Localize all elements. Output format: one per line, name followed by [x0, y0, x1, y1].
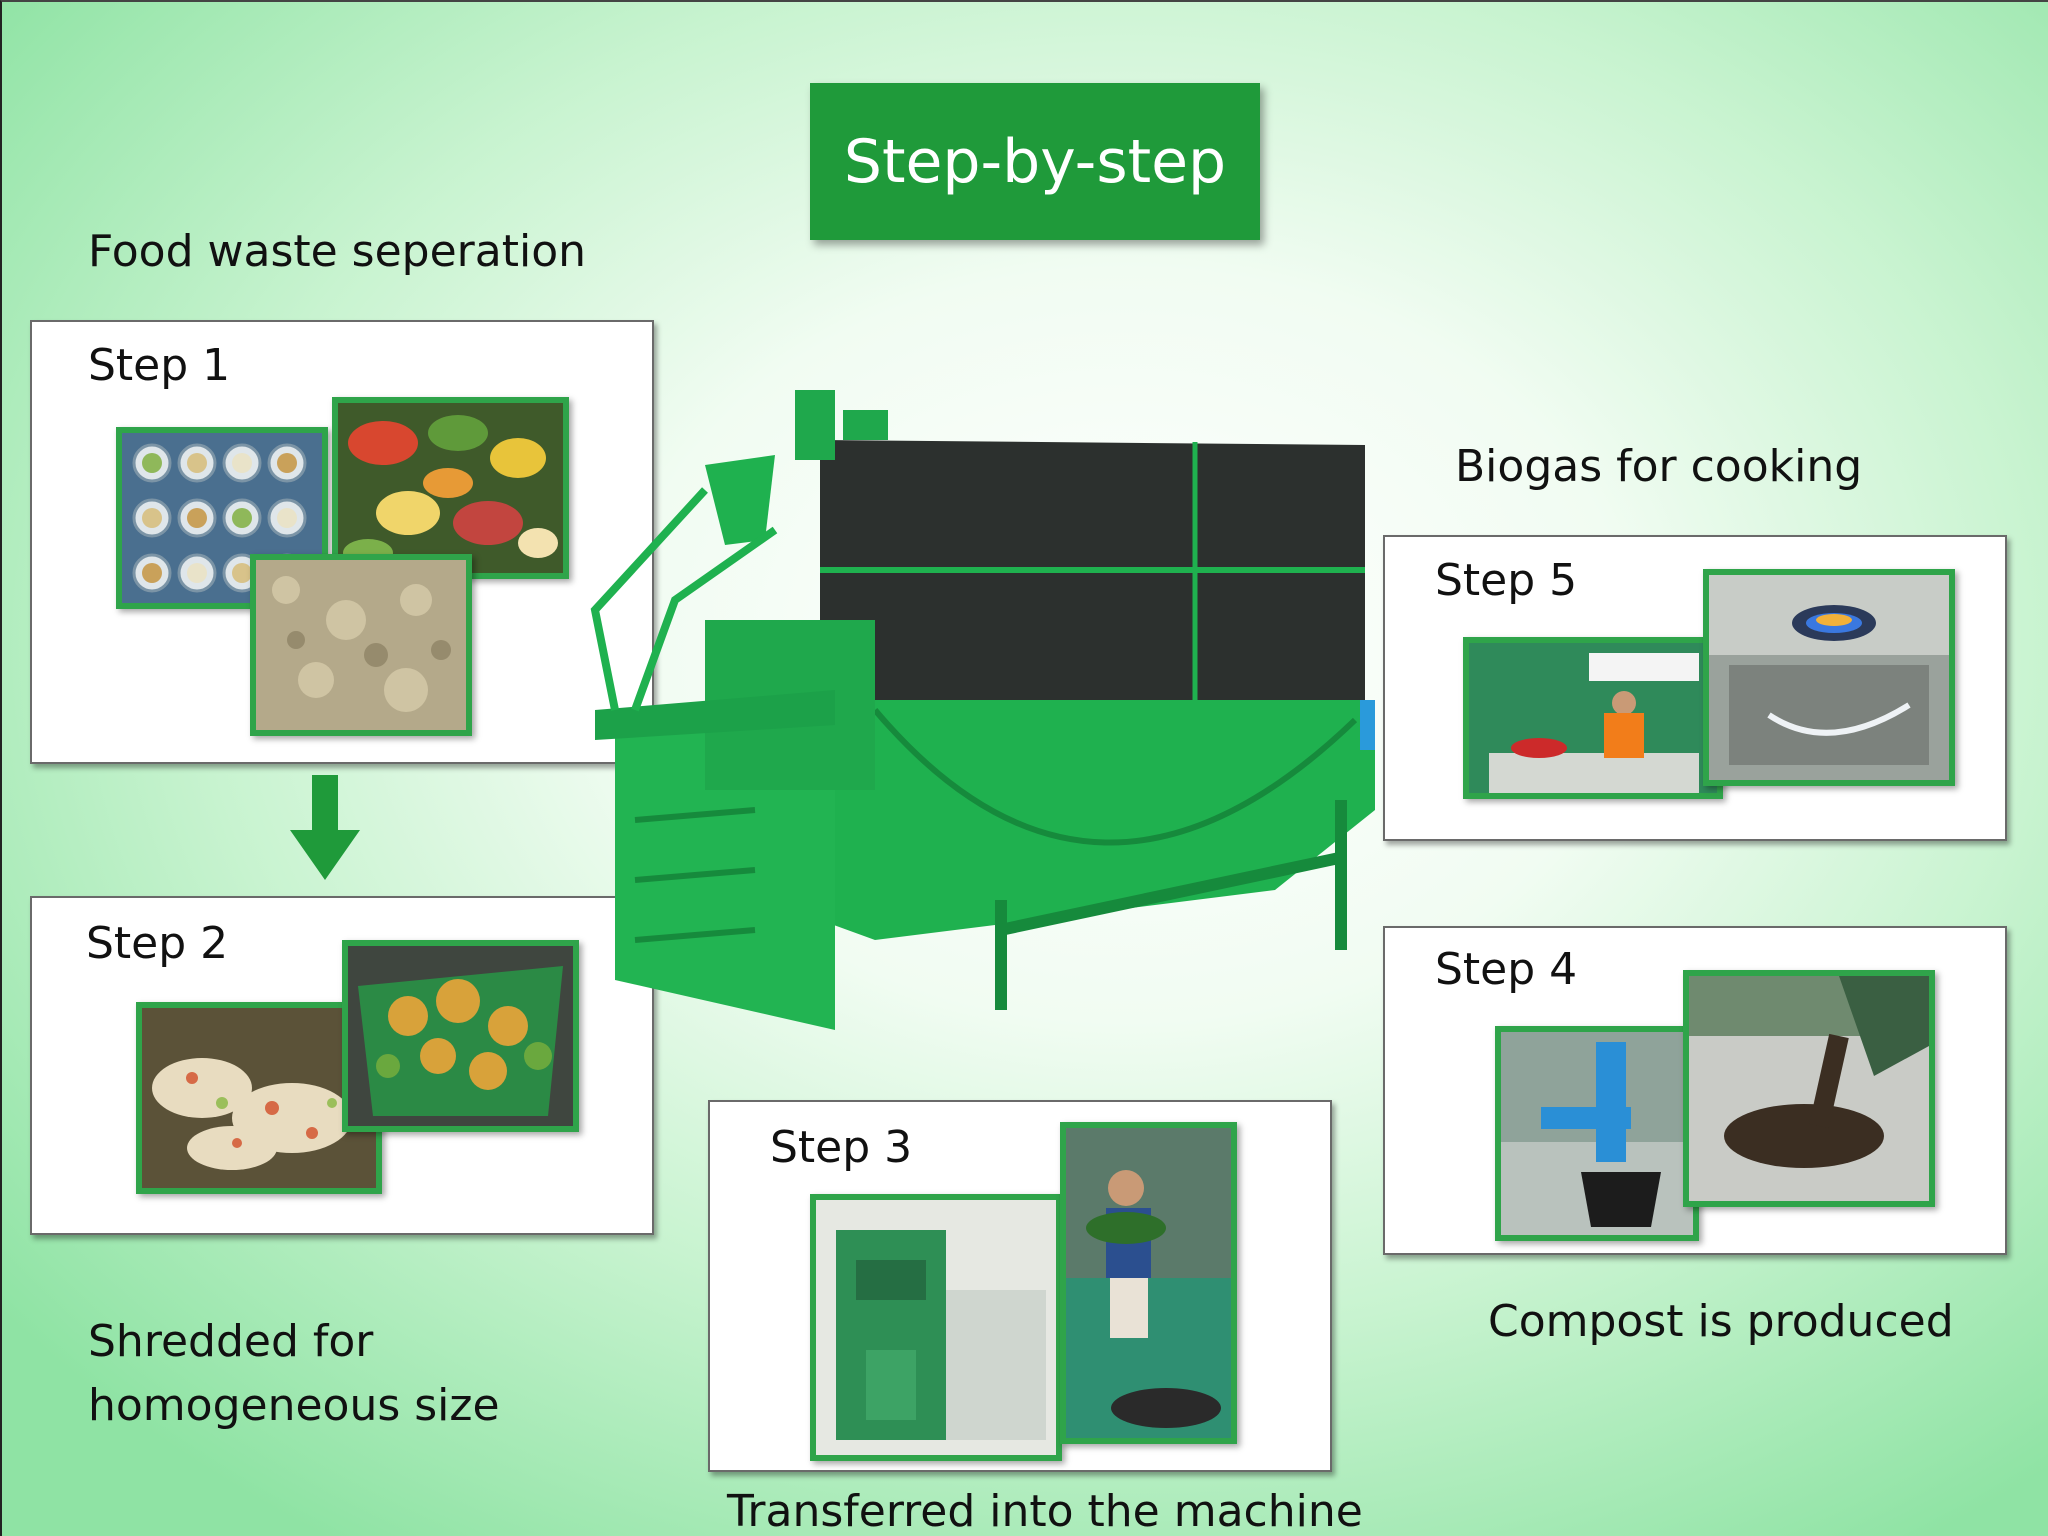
photo-shredded-waste	[136, 1002, 382, 1194]
slide-title: Step-by-step	[810, 83, 1260, 240]
step1-label: Step 1	[88, 340, 231, 391]
caption-step5: Biogas for cooking	[1455, 441, 1863, 492]
photo-compost-output	[1683, 970, 1935, 1207]
photo-sawdust	[250, 554, 472, 736]
caption-step2: Shredded for homogeneous size	[88, 1310, 500, 1438]
slide-title-text: Step-by-step	[843, 126, 1227, 197]
photo-effluent-pipe	[1495, 1026, 1699, 1241]
panel-step2: Step 2	[30, 896, 654, 1235]
photo-shredder	[342, 940, 579, 1132]
caption-step2-line1: Shredded for	[88, 1316, 374, 1367]
panel-step4: Step 4	[1383, 926, 2007, 1255]
photo-gas-stove	[1703, 569, 1955, 786]
step4-label: Step 4	[1435, 944, 1578, 995]
step2-label: Step 2	[86, 918, 229, 969]
panel-step3: Step 3	[708, 1100, 1332, 1472]
step5-label: Step 5	[1435, 555, 1578, 606]
panel-step5: Step 5	[1383, 535, 2007, 841]
arrow-down-icon	[290, 775, 360, 880]
photo-cooking-demo	[1463, 637, 1723, 799]
biogas-machine-illustration	[590, 390, 1375, 1030]
photo-worker-loading	[1060, 1122, 1237, 1444]
photo-machine-loading	[810, 1194, 1062, 1461]
caption-step4: Compost is produced	[1488, 1296, 1954, 1347]
caption-step2-line2: homogeneous size	[88, 1379, 500, 1431]
panel-step1: Step 1	[30, 320, 654, 764]
caption-step1: Food waste seperation	[88, 226, 587, 277]
step3-label: Step 3	[770, 1122, 913, 1173]
photo-food-scraps	[332, 397, 569, 579]
caption-step3: Transferred into the machine	[727, 1486, 1363, 1536]
